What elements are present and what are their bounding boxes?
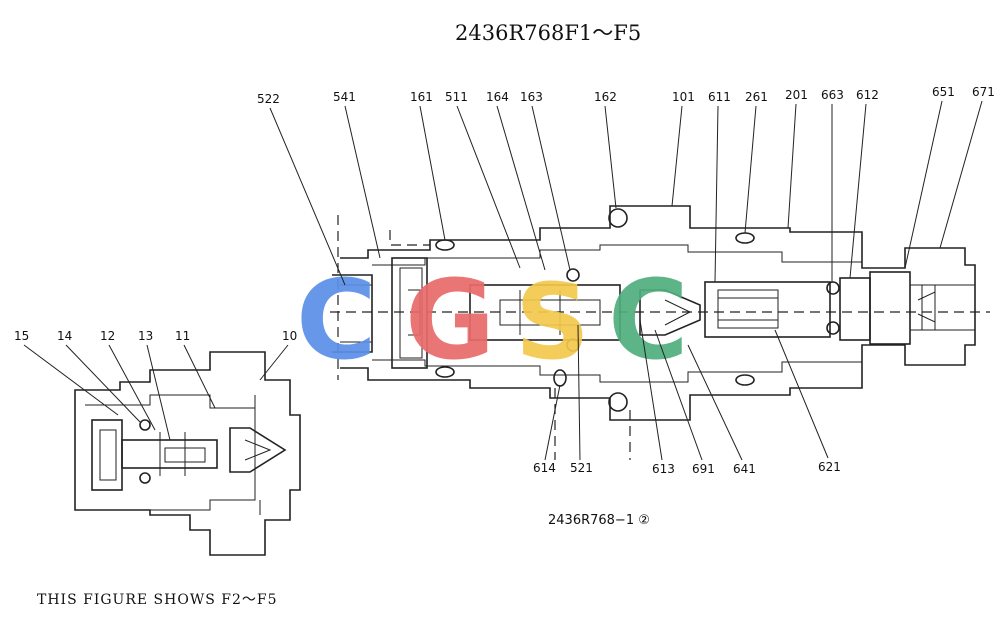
drawing-title: 2436R768F1～F5	[455, 21, 641, 45]
callout-14: 14	[57, 329, 72, 343]
callout-691: 691	[692, 462, 715, 476]
watermark-letter-c1: C	[296, 256, 377, 384]
callout-621: 621	[818, 460, 841, 474]
main-callouts: 522 541 161 511 164 163 162 101 611 261 …	[257, 85, 995, 106]
callout-663: 663	[821, 88, 844, 102]
callout-521: 521	[570, 461, 593, 475]
main-leader-lines	[269, 100, 983, 286]
callout-161: 161	[410, 90, 433, 104]
main-valve-assembly	[330, 205, 990, 460]
callout-163: 163	[520, 90, 543, 104]
callout-651: 651	[932, 85, 955, 99]
callout-612: 612	[856, 88, 879, 102]
callout-641: 641	[733, 462, 756, 476]
callout-12: 12	[100, 329, 115, 343]
callout-611: 611	[708, 90, 731, 104]
watermark-letter-c2: C	[608, 256, 689, 384]
callout-671: 671	[972, 85, 995, 99]
callout-10: 10	[282, 329, 297, 343]
callout-164: 164	[486, 90, 509, 104]
callout-15: 15	[14, 329, 29, 343]
bottom-leader-lines	[544, 319, 829, 461]
callout-614: 614	[533, 461, 556, 475]
callout-162: 162	[594, 90, 617, 104]
callout-201: 201	[785, 88, 808, 102]
watermark-letter-g: G	[405, 256, 495, 384]
left-leader-lines	[23, 344, 289, 441]
callout-101: 101	[672, 90, 695, 104]
callout-522: 522	[257, 92, 280, 106]
drawing-caption: 2436R768−1 ②	[548, 513, 650, 528]
figure-note: THIS FIGURE SHOWS F2～F5	[37, 592, 278, 608]
callout-541: 541	[333, 90, 356, 104]
left-callouts: 15 14 12 13 11 10	[14, 329, 297, 343]
callout-613: 613	[652, 462, 675, 476]
left-section-view	[74, 351, 301, 556]
callout-261: 261	[745, 90, 768, 104]
callout-11: 11	[175, 329, 190, 343]
callout-13: 13	[138, 329, 153, 343]
watermark-logo: C G S C	[296, 256, 689, 384]
bottom-callouts: 614 521 613 691 641 621	[533, 460, 841, 476]
callout-511: 511	[445, 90, 468, 104]
watermark-letter-s: S	[515, 261, 590, 383]
